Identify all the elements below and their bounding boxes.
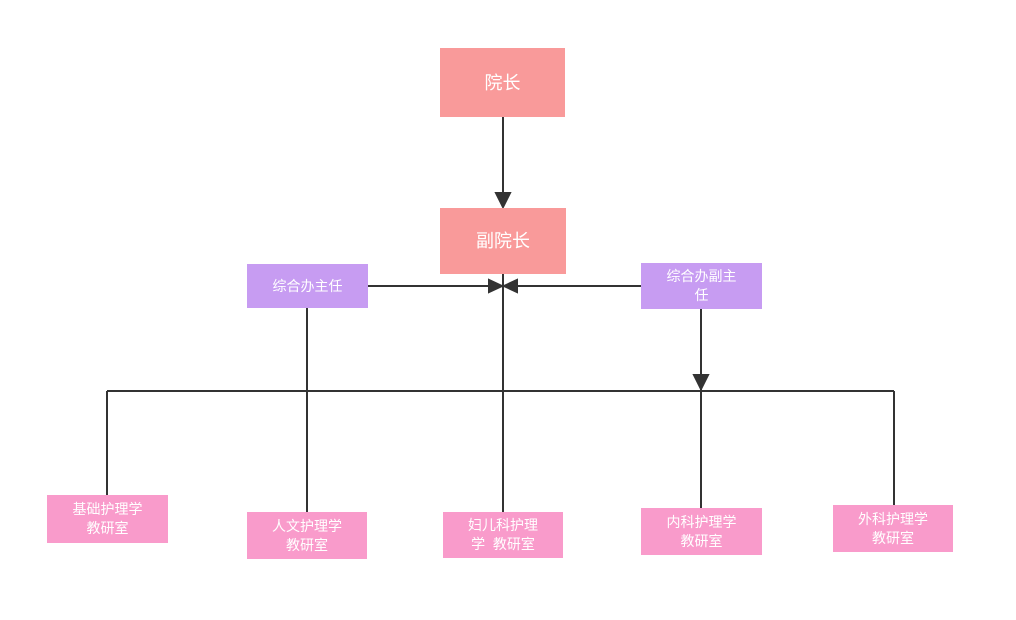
node-surgical-nursing-office[interactable]: 外科护理学 教研室 bbox=[833, 505, 953, 552]
node-internal-medicine-nursing-office[interactable]: 内科护理学 教研室 bbox=[641, 508, 762, 555]
node-office-deputy-director[interactable]: 综合办副主 任 bbox=[641, 263, 762, 309]
node-vice-dean[interactable]: 副院长 bbox=[440, 208, 566, 274]
arrowhead-bus-junction bbox=[692, 374, 710, 392]
arrowhead-center-left bbox=[488, 278, 505, 294]
node-basic-nursing-office[interactable]: 基础护理学 教研室 bbox=[47, 495, 168, 543]
arrowhead-vice-dean bbox=[494, 192, 512, 210]
connector-group bbox=[106, 117, 895, 512]
node-humanistic-nursing-office[interactable]: 人文护理学 教研室 bbox=[247, 512, 367, 559]
arrowhead-center-right bbox=[501, 278, 518, 294]
node-office-director[interactable]: 综合办主任 bbox=[247, 264, 368, 308]
node-obgyn-pediatric-nursing-office[interactable]: 妇儿科护理 学 教研室 bbox=[443, 512, 563, 558]
node-dean[interactable]: 院长 bbox=[440, 48, 565, 117]
